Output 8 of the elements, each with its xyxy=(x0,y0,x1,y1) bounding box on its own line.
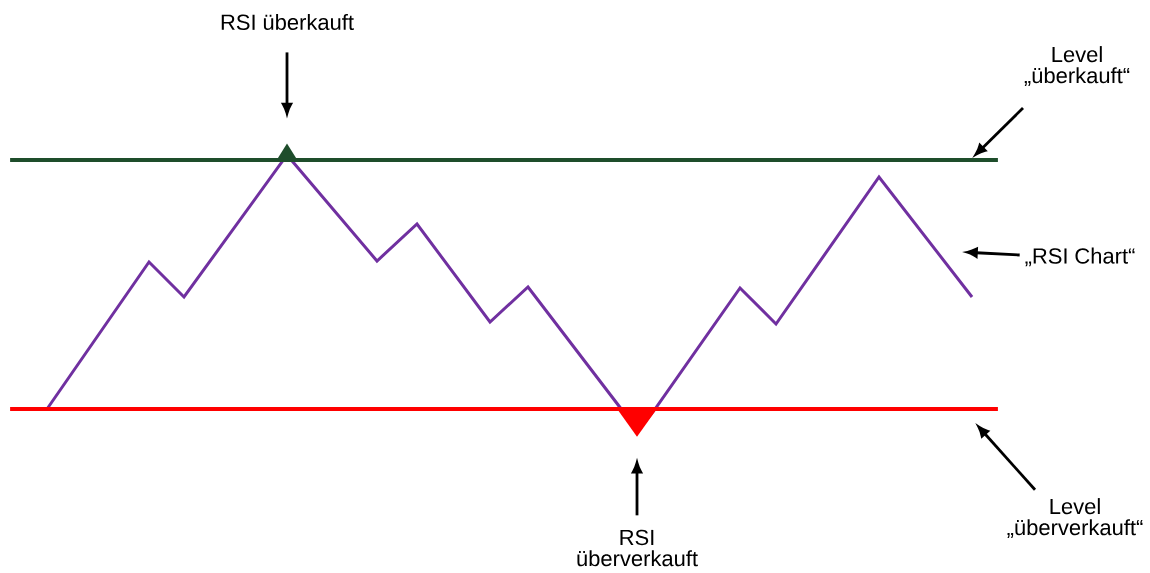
annotation-text: RSI überkauft xyxy=(221,13,354,31)
annotation-text: „RSI Chart“ xyxy=(1025,247,1135,267)
annotation-text: Level „überverkauft“ xyxy=(1007,498,1143,538)
arrow xyxy=(977,425,1037,491)
arrow xyxy=(974,107,1024,156)
annotation-text: RSI überverkauft xyxy=(577,529,698,567)
annotation-text: Level „überkauft“ xyxy=(1024,46,1130,86)
arrow xyxy=(631,461,643,516)
